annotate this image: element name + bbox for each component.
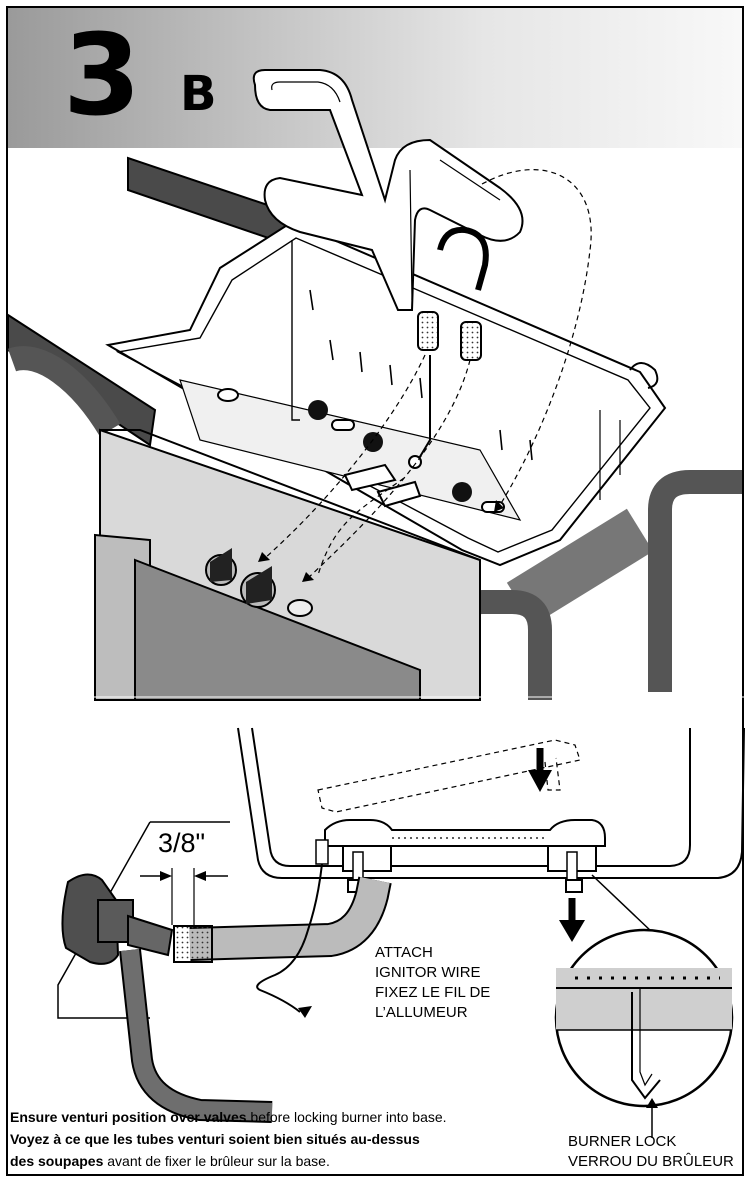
burner-lock-callout-en: BURNER LOCK (568, 1133, 677, 1150)
attach-callout-fr-line1: FIXEZ LE FIL DE (375, 984, 491, 1001)
burner-lock-callout-fr: VERROU DU BRÛLEUR (568, 1153, 734, 1170)
attach-callout-en-line1: ATTACH (375, 944, 433, 961)
header-band (8, 8, 742, 148)
caption-line1-bold: Ensure venturi position over valves (10, 1109, 247, 1125)
caption-line3-rest: avant de fixer le brûleur sur la base. (103, 1153, 330, 1169)
attach-callout-en-line2: IGNITOR WIRE (375, 964, 481, 981)
caption-line1-rest: before locking burner into base. (246, 1109, 447, 1125)
caption-line-2: Voyez à ce que les tubes venturi soient … (10, 1128, 447, 1150)
caption-line2-bold: Voyez à ce que les tubes venturi soient … (10, 1131, 420, 1147)
grill-top-view (7, 69, 742, 701)
caption-line3-bold: des soupapes (10, 1153, 104, 1169)
burner-detail-view (57, 727, 745, 1138)
attach-callout-fr-line2: L’ALLUMEUR (375, 1004, 468, 1021)
step-letter: B (180, 66, 217, 122)
caption-line-3: des soupapes avant de fixer le brûleur s… (10, 1150, 447, 1172)
step-number: 3 (63, 11, 141, 141)
caption-line-1: Ensure venturi position over valves befo… (10, 1106, 447, 1128)
venturi-gap-measurement: 3/8" (158, 828, 206, 858)
instruction-caption: Ensure venturi position over valves befo… (10, 1106, 447, 1172)
